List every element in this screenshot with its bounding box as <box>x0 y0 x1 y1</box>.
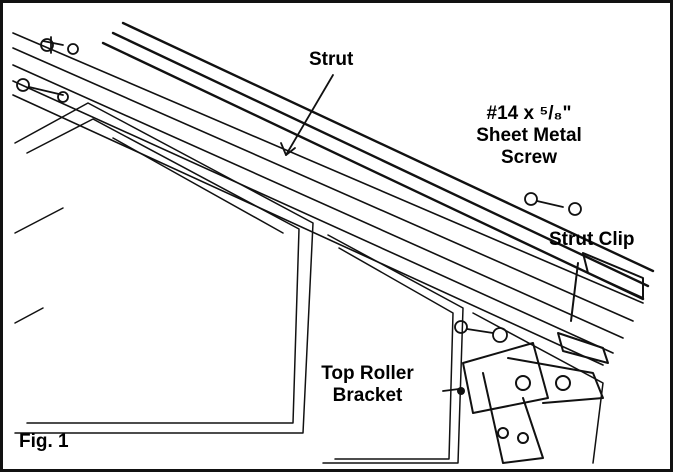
strut-clip-label: Strut Clip <box>549 229 635 250</box>
figure-number: Fig. 1 <box>19 431 69 452</box>
strut-rail <box>101 21 655 301</box>
bracket-rivet <box>457 387 465 395</box>
top-roller-bracket-label: Top Roller Bracket <box>305 363 430 407</box>
top-roller-text: Top Roller <box>321 363 414 384</box>
top-roller-bracket-shape <box>462 342 604 464</box>
screw-size-text: #14 x ⁵/₈" <box>486 103 572 124</box>
screw-word-text: Screw <box>501 147 557 168</box>
door-panels <box>14 102 604 464</box>
strut-clip-shape <box>557 252 644 364</box>
strut-label: Strut <box>309 49 354 70</box>
screw-group <box>16 36 582 343</box>
door-top-rail <box>12 32 644 366</box>
sheet-metal-screw-label: #14 x ⁵/₈" Sheet Metal Screw <box>459 103 599 169</box>
garage-door-strut-drawing <box>12 21 655 464</box>
leader-lines <box>280 74 460 392</box>
bracket-text: Bracket <box>332 385 403 406</box>
screw-type-text: Sheet Metal <box>476 125 582 146</box>
